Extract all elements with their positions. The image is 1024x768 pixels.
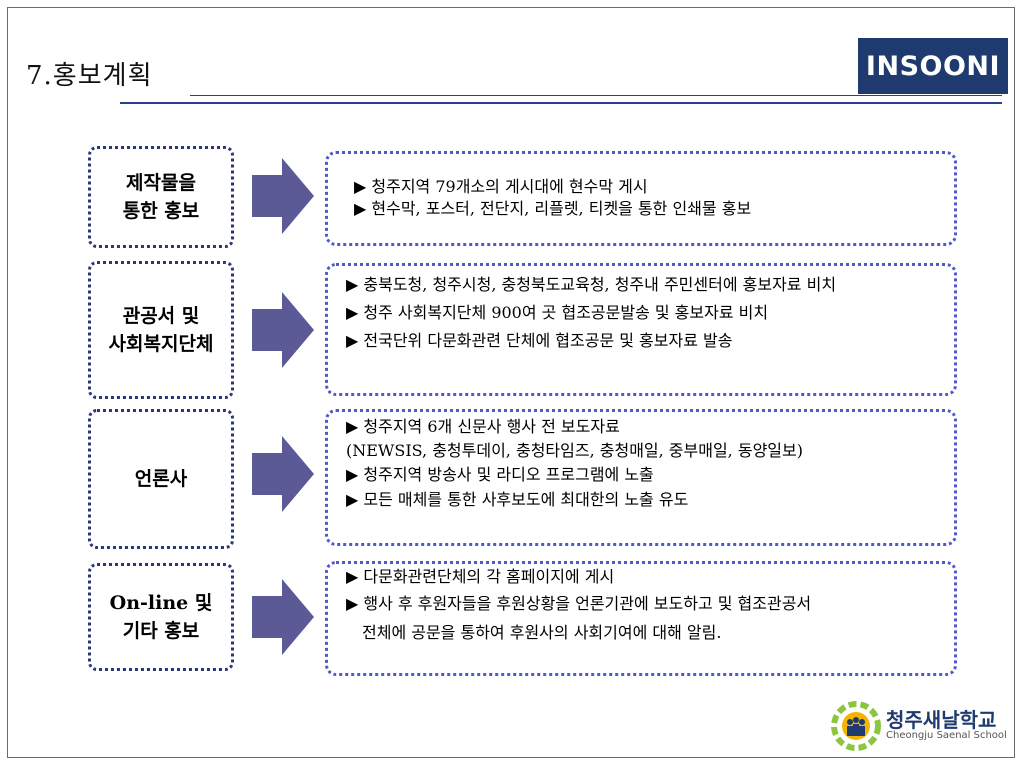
list-item: ▶ 행사 후 후원자들을 후원상황을 언론기관에 보도하고 및 협조관공서 bbox=[346, 594, 812, 614]
list-item: ▶ 청주 사회복지단체 900여 곳 협조공문발송 및 홍보자료 비치 bbox=[346, 303, 769, 323]
right-arrow-icon bbox=[252, 292, 314, 368]
list-item: ▶ 현수막, 포스터, 전단지, 리플렛, 티켓을 통한 인쇄물 홍보 bbox=[354, 199, 752, 219]
school-emblem-icon bbox=[831, 701, 881, 751]
list-item: ▶ 청주지역 79개소의 게시대에 현수막 게시 bbox=[354, 177, 648, 196]
section-label-print: 제작물을 통한 홍보 bbox=[88, 146, 234, 248]
title-rule-thick bbox=[120, 102, 1002, 104]
section-label-press: 언론사 bbox=[88, 409, 234, 549]
section-label-line: 언론사 bbox=[134, 467, 188, 490]
section-box-online: ▶ 다문화관련단체의 각 홈페이지에 게시 ▶ 행사 후 후원자들을 후원상황을… bbox=[325, 561, 957, 676]
section-label-public: 관공서 및 사회복지단체 bbox=[88, 261, 234, 399]
list-item: ▶ 다문화관련단체의 각 홈페이지에 게시 bbox=[346, 567, 615, 586]
list-item: ▶ 전국단위 다문화관련 단체에 협조공문 및 홍보자료 발송 bbox=[346, 331, 733, 351]
right-arrow-icon bbox=[252, 436, 314, 512]
school-name: 청주새날학교 bbox=[886, 708, 997, 732]
list-item: ▶ 청주지역 방송사 및 라디오 프로그램에 노출 bbox=[346, 465, 654, 485]
title-rule-thin bbox=[190, 95, 1002, 96]
slide: 7.홍보계획 INSOONI 제작물을 통한 홍보 ▶ 청주지역 79개소의 게… bbox=[7, 7, 1015, 758]
section-label-line: 관공서 및 bbox=[122, 304, 200, 327]
section-box-public: ▶ 충북도청, 청주시청, 충청북도교육청, 청주내 주민센터에 홍보자료 비치… bbox=[325, 263, 957, 396]
right-arrow-icon bbox=[252, 579, 314, 655]
list-item: ▶ 모든 매체를 통한 사후보도에 최대한의 노출 유도 bbox=[346, 489, 689, 509]
section-label-line: 제작물을 bbox=[126, 171, 196, 194]
section-label-line: 기타 홍보 bbox=[122, 620, 200, 642]
section-label-line: 사회복지단체 bbox=[108, 333, 214, 355]
section-box-press: ▶ 청주지역 6개 신문사 행사 전 보도자료 (NEWSIS, 충청투데이, … bbox=[325, 409, 957, 546]
school-name-en: Cheongju Saenal School bbox=[886, 730, 1007, 741]
section-label-line: On-line 및 bbox=[109, 591, 213, 614]
list-item: (NEWSIS, 충청투데이, 충청타임즈, 충청매일, 중부매일, 동양일보) bbox=[346, 441, 803, 461]
school-logo: 청주새날학교 Cheongju Saenal School bbox=[830, 700, 1012, 752]
slide-title: 7.홍보계획 bbox=[26, 61, 153, 91]
right-arrow-icon bbox=[252, 158, 314, 234]
list-item: ▶ 청주지역 6개 신문사 행사 전 보도자료 bbox=[346, 417, 620, 436]
section-box-print: ▶ 청주지역 79개소의 게시대에 현수막 게시 ▶ 현수막, 포스터, 전단지… bbox=[325, 151, 957, 246]
list-item: ▶ 충북도청, 청주시청, 충청북도교육청, 청주내 주민센터에 홍보자료 비치 bbox=[346, 275, 837, 294]
section-label-line: 통한 홍보 bbox=[122, 200, 200, 222]
brand-logo: INSOONI bbox=[858, 38, 1008, 94]
section-label-online: On-line 및 기타 홍보 bbox=[88, 563, 234, 671]
list-item: 전체에 공문을 통하여 후원사의 사회기여에 대해 알림. bbox=[362, 623, 722, 643]
